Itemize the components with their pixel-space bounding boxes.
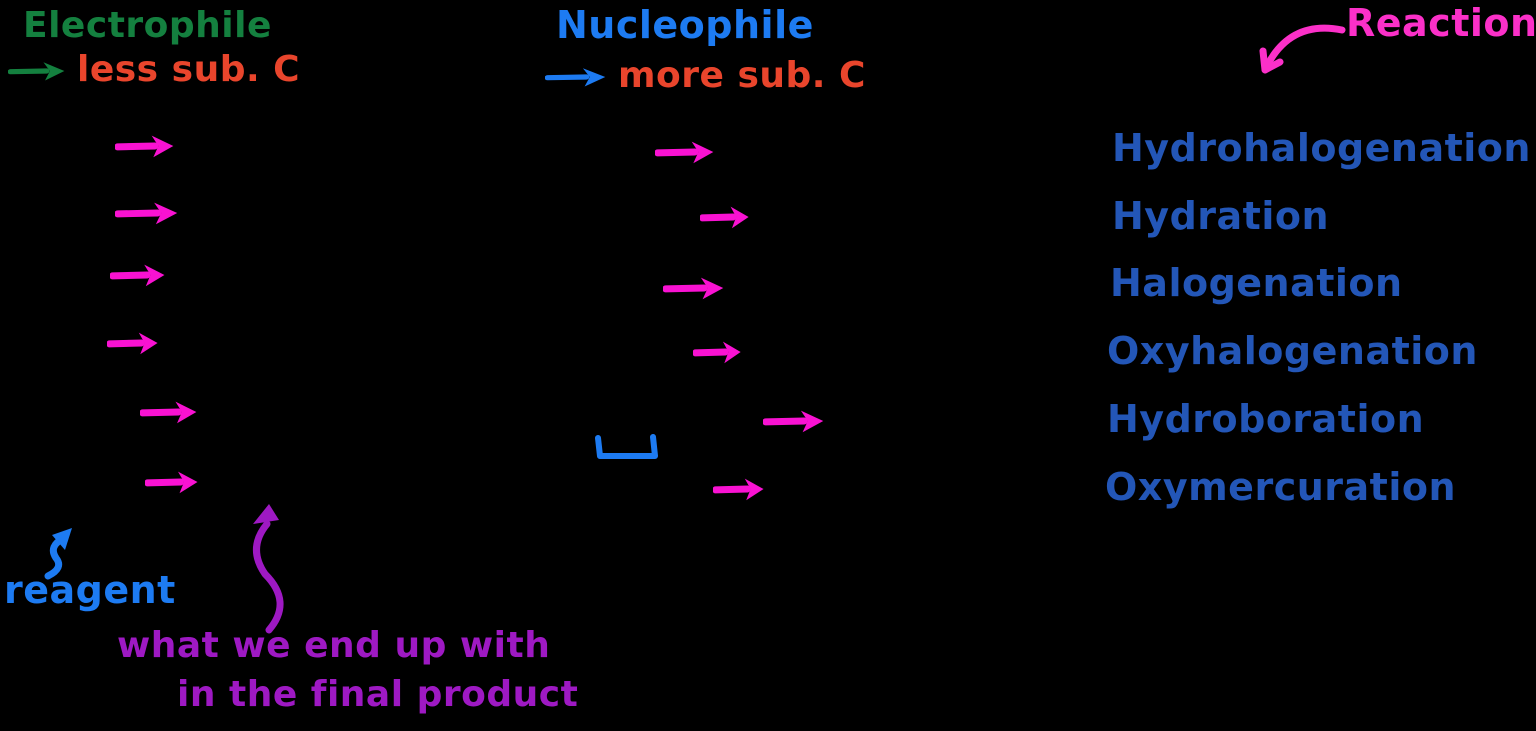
right-arrow-icon: [107, 330, 159, 356]
reaction-name: Oxymercuration: [1105, 465, 1457, 509]
bracket-icon: [593, 434, 661, 462]
right-arrow-icon: [763, 408, 825, 434]
nucleophile-heading: Nucleophile: [556, 3, 814, 47]
right-arrow-icon: [8, 60, 66, 82]
right-arrow-icon: [663, 275, 725, 301]
squiggle-arrow-icon: [235, 498, 299, 634]
right-arrow-icon: [115, 200, 179, 226]
reagent-label: reagent: [4, 568, 176, 612]
right-arrow-icon: [110, 262, 166, 288]
curved-arrow-icon: [1252, 18, 1347, 78]
final-product-note-line1: what we end up with: [117, 625, 551, 666]
reaction-name: Halogenation: [1110, 261, 1403, 305]
final-product-note-line2: in the final product: [177, 674, 579, 715]
electrophile-heading: Electrophile: [23, 5, 272, 46]
right-arrow-icon: [693, 339, 742, 365]
right-arrow-icon: [140, 399, 198, 425]
right-arrow-icon: [713, 476, 765, 502]
right-arrow-icon: [545, 66, 607, 88]
reaction-name: Hydrohalogenation: [1112, 126, 1531, 170]
electrophile-subtitle: less sub. C: [77, 49, 301, 90]
right-arrow-icon: [145, 469, 199, 495]
reaction-name: Hydroboration: [1107, 397, 1425, 441]
right-arrow-icon: [655, 139, 715, 165]
right-arrow-icon: [700, 204, 750, 230]
reaction-name: Oxyhalogenation: [1107, 329, 1478, 373]
reaction-name: Hydration: [1112, 194, 1330, 238]
reaction-heading: Reaction: [1346, 1, 1536, 45]
nucleophile-subtitle: more sub. C: [618, 55, 866, 96]
right-arrow-icon: [115, 133, 175, 159]
squiggle-arrow-icon: [36, 518, 92, 580]
